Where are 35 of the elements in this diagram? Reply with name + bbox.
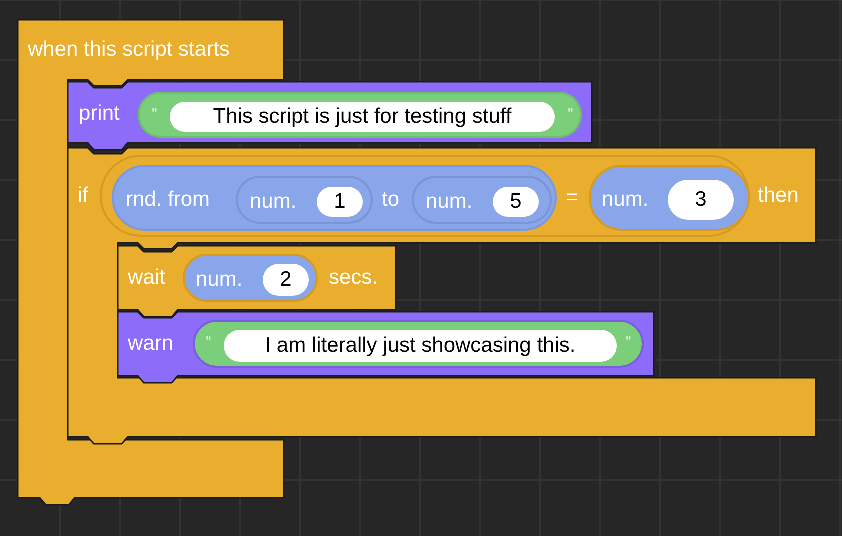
string-reporter <box>193 320 644 368</box>
print-block <box>68 82 592 150</box>
if-block <box>68 148 816 444</box>
quote-mark: " <box>568 105 574 125</box>
wait-block <box>118 246 396 317</box>
block-label: num. <box>250 190 297 214</box>
block-label: print <box>79 102 120 126</box>
number-field: 1 <box>317 187 363 217</box>
block-label: if <box>78 184 88 208</box>
text-field: I am literally just showcasing this. <box>224 330 617 362</box>
block-label: num. <box>196 268 243 292</box>
string-reporter <box>138 92 582 138</box>
number-field: 5 <box>493 187 539 217</box>
warn-block <box>118 312 654 383</box>
block-label: when this script starts <box>28 38 230 62</box>
block-label: then <box>758 184 799 208</box>
block-label: secs. <box>329 266 378 290</box>
block-label: = <box>566 186 578 210</box>
block-label: warn <box>128 332 174 356</box>
number-field: 2 <box>263 264 309 296</box>
quote-mark: " <box>206 333 212 353</box>
quote-mark: " <box>152 105 158 125</box>
number-reporter <box>183 254 318 302</box>
quote-mark: " <box>626 333 632 353</box>
number-reporter <box>589 165 750 231</box>
number-reporter <box>236 176 373 224</box>
block-label: to <box>382 188 400 212</box>
random-reporter <box>112 165 557 231</box>
block-label: num. <box>602 188 649 212</box>
block-label: rnd. from <box>126 188 210 212</box>
block-label: wait <box>128 266 166 290</box>
text-field: This script is just for testing stuff <box>170 102 555 132</box>
number-reporter <box>412 176 552 224</box>
number-field: 3 <box>668 180 734 220</box>
block-label: num. <box>426 190 473 214</box>
